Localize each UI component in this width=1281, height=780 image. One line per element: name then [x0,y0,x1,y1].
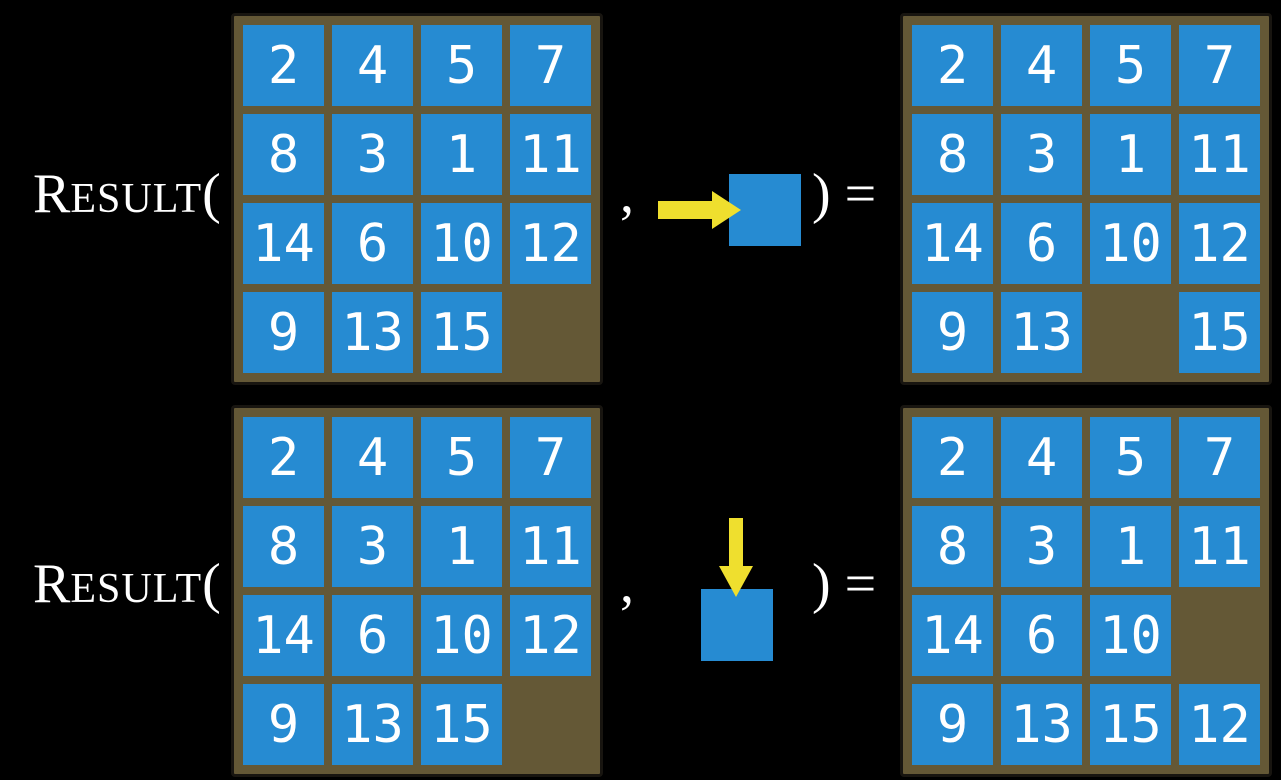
tile-5: 5 [421,417,502,498]
tile-14: 14 [243,595,324,676]
function-name: RESULT( [33,556,221,612]
arrow-down-icon [718,518,754,598]
tile-9: 9 [912,684,993,765]
tile-2: 2 [243,25,324,106]
tile-1: 1 [1090,506,1171,587]
tile-8: 8 [912,114,993,195]
tile-11: 11 [510,506,591,587]
tile-2: 2 [912,417,993,498]
tile-3: 3 [332,506,413,587]
close-paren: ) [812,163,831,225]
tile-12: 12 [1179,203,1260,284]
tile-2: 2 [912,25,993,106]
open-paren: ( [202,163,221,225]
tile-12: 12 [510,595,591,676]
empty-cell [1090,292,1171,373]
tile-11: 11 [1179,114,1260,195]
comma: , [620,163,634,225]
close-paren: ) [812,553,831,615]
tile-1: 1 [421,114,502,195]
tile-4: 4 [332,417,413,498]
moved-tile-square [701,589,773,661]
tile-6: 6 [1001,203,1082,284]
equals-sign: = [844,163,877,225]
tile-9: 9 [912,292,993,373]
tile-7: 7 [510,25,591,106]
tile-14: 14 [912,595,993,676]
tile-11: 11 [1179,506,1260,587]
empty-cell [510,684,591,765]
tile-3: 3 [1001,114,1082,195]
close-paren-equals: )= [812,556,876,612]
tile-15: 15 [1179,292,1260,373]
tile-9: 9 [243,292,324,373]
tile-4: 4 [332,25,413,106]
tile-1: 1 [421,506,502,587]
function-name-rest: ESULT [70,176,203,222]
function-name: RESULT( [33,166,221,222]
tile-4: 4 [1001,25,1082,106]
function-name-initial: R [33,553,71,615]
open-paren: ( [202,553,221,615]
tile-10: 10 [1090,203,1171,284]
tile-12: 12 [510,203,591,284]
tile-8: 8 [243,114,324,195]
function-name-initial: R [33,163,71,225]
tile-12: 12 [1179,684,1260,765]
tile-15: 15 [1090,684,1171,765]
tile-7: 7 [510,417,591,498]
tile-7: 7 [1179,25,1260,106]
tile-7: 7 [1179,417,1260,498]
tile-5: 5 [1090,25,1171,106]
tile-13: 13 [1001,684,1082,765]
tile-5: 5 [1090,417,1171,498]
arrow-right-icon [658,190,742,230]
tile-15: 15 [421,684,502,765]
tile-14: 14 [912,203,993,284]
tile-8: 8 [243,506,324,587]
comma: , [620,553,634,615]
empty-cell [1179,595,1260,676]
tile-6: 6 [332,595,413,676]
tile-13: 13 [332,292,413,373]
tile-10: 10 [421,595,502,676]
close-paren-equals: )= [812,166,876,222]
tile-8: 8 [912,506,993,587]
tile-2: 2 [243,417,324,498]
tile-10: 10 [421,203,502,284]
tile-3: 3 [332,114,413,195]
tile-13: 13 [1001,292,1082,373]
tile-1: 1 [1090,114,1171,195]
tile-4: 4 [1001,417,1082,498]
tile-10: 10 [1090,595,1171,676]
tile-13: 13 [332,684,413,765]
function-name-rest: ESULT [70,566,203,612]
tile-5: 5 [421,25,502,106]
tile-3: 3 [1001,506,1082,587]
tile-9: 9 [243,684,324,765]
equals-sign: = [844,553,877,615]
tile-14: 14 [243,203,324,284]
tile-15: 15 [421,292,502,373]
tile-6: 6 [1001,595,1082,676]
tile-11: 11 [510,114,591,195]
tile-6: 6 [332,203,413,284]
empty-cell [510,292,591,373]
